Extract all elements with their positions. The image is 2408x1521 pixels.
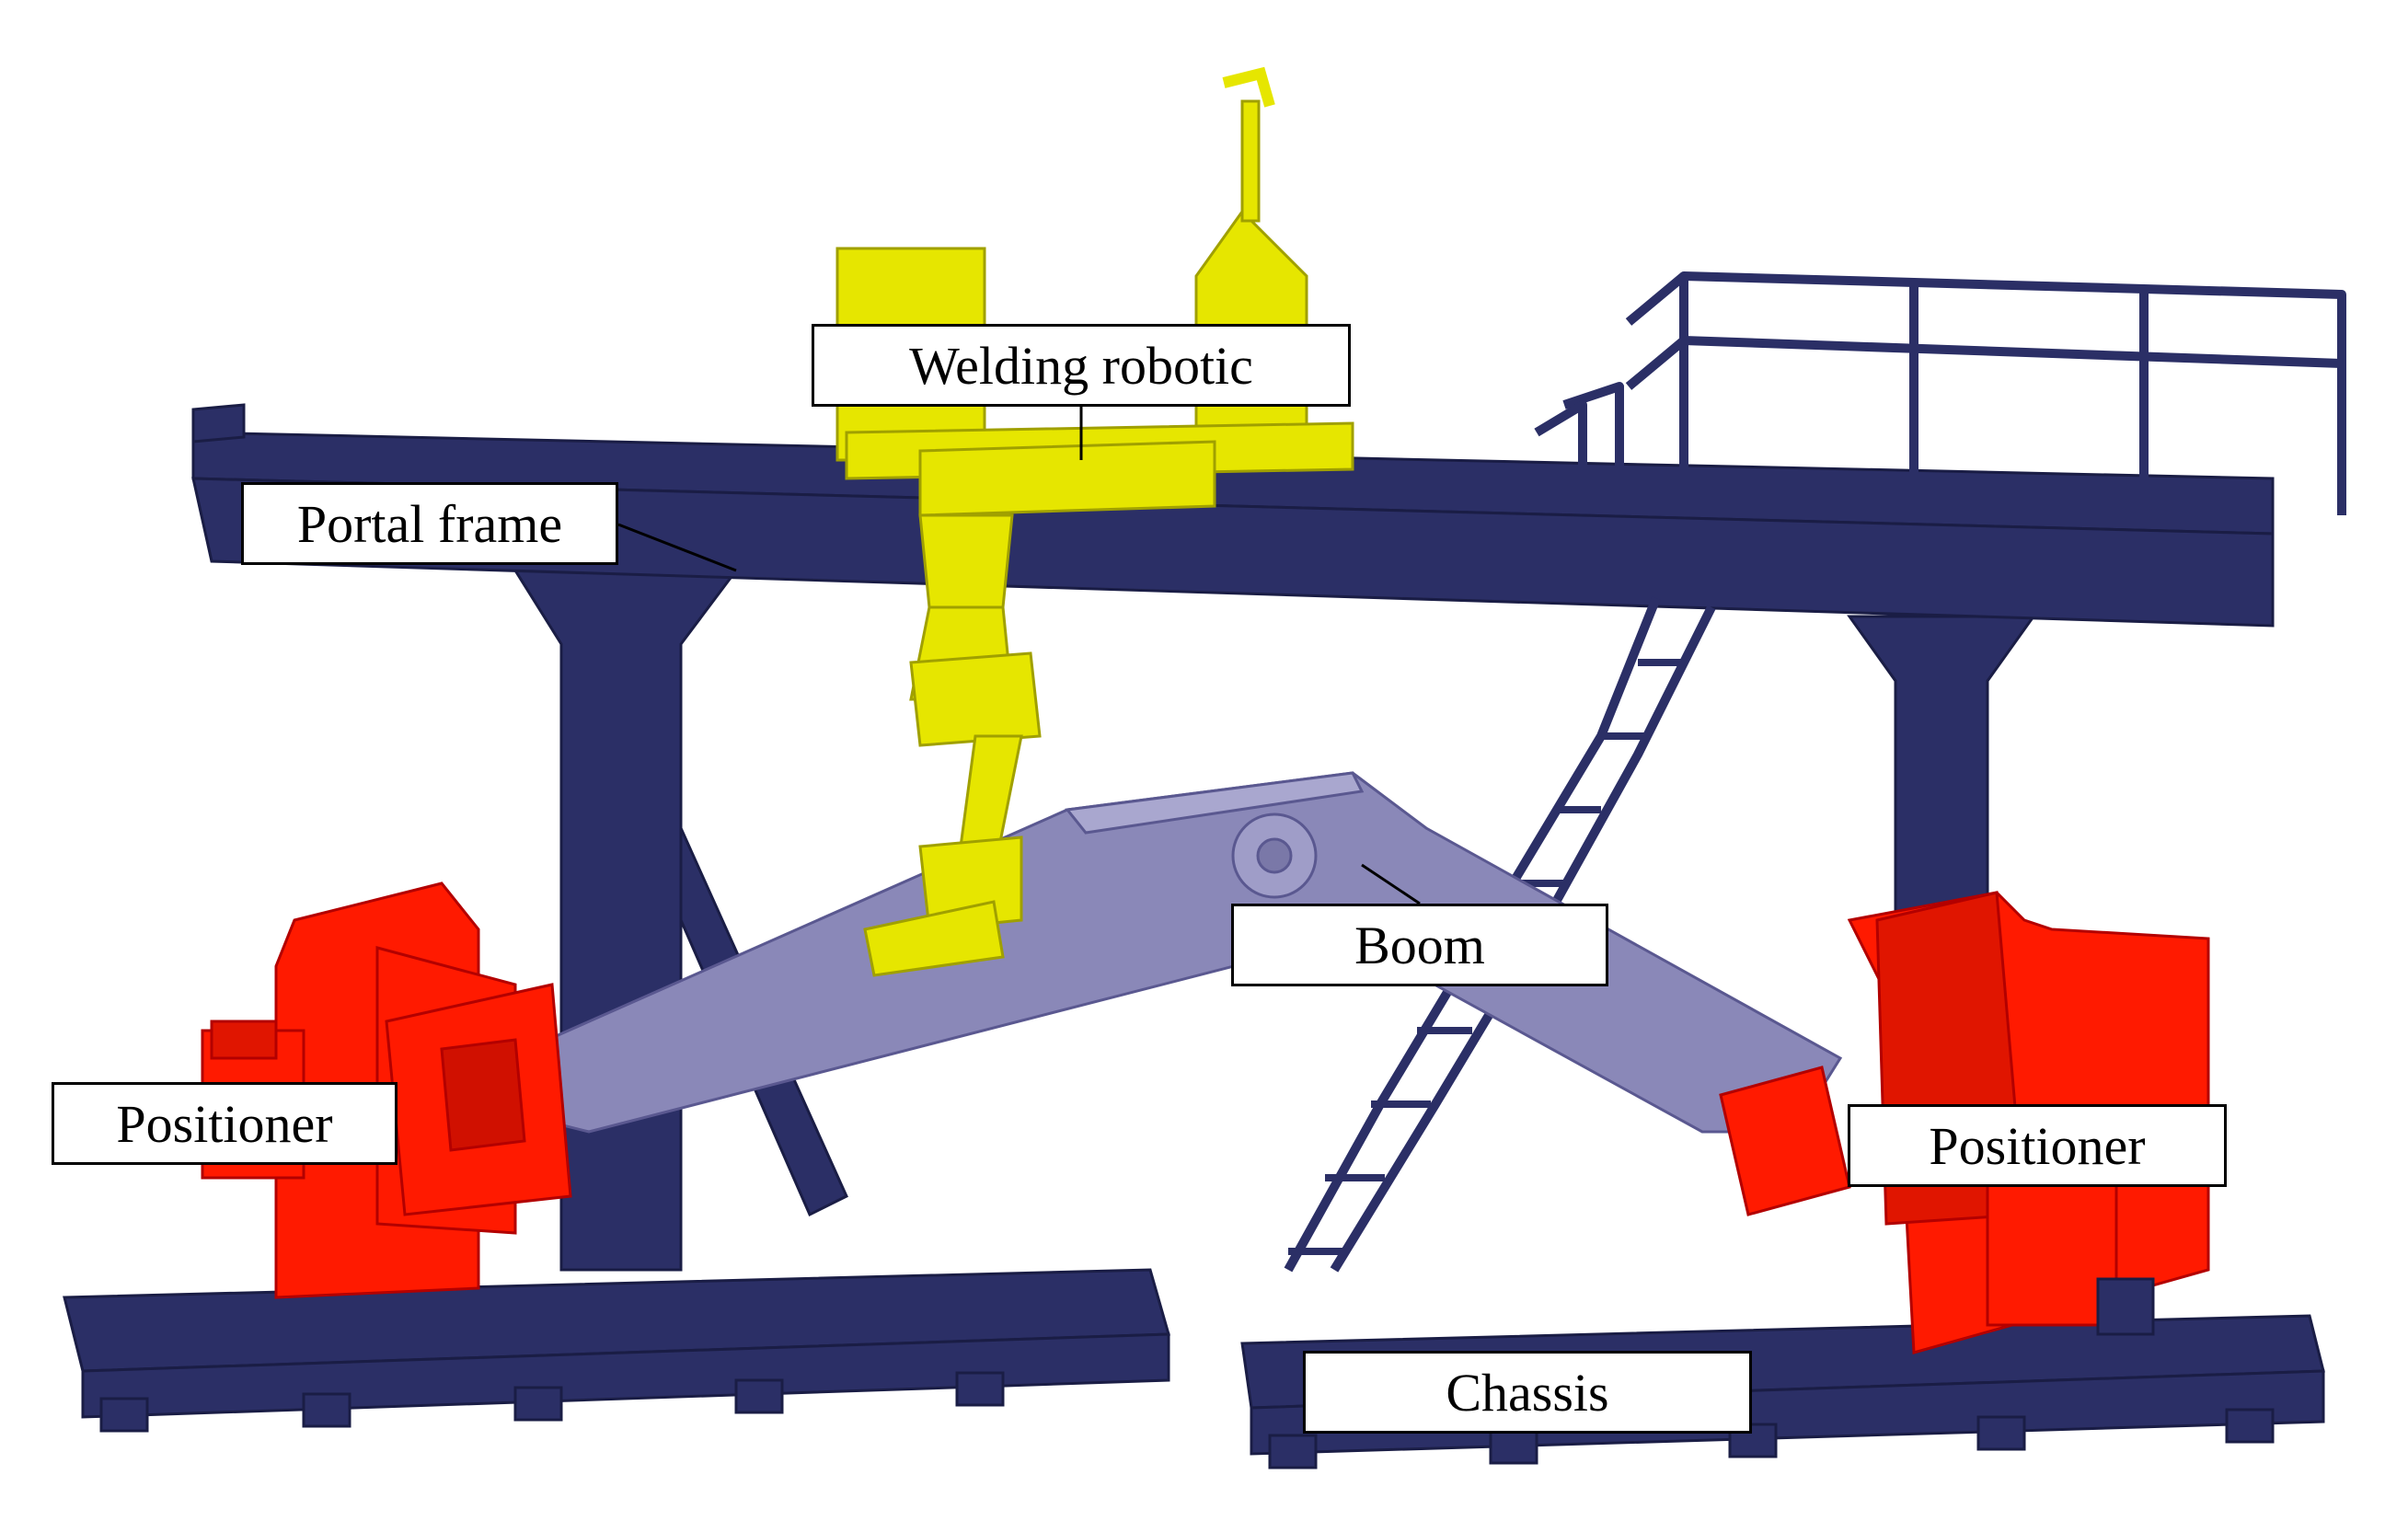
label-positioner-right: Positioner [1848,1104,2227,1187]
boom-shape [504,771,1843,1134]
label-positioner-left: Positioner [52,1082,397,1165]
leader-lines [617,407,1421,905]
label-portal-frame: Portal frame [241,482,618,565]
chassis-left [63,1268,1170,1433]
label-boom: Boom [1231,904,1608,986]
label-chassis: Chassis [1303,1351,1752,1434]
label-welding-robotic: Welding robotic [812,324,1351,407]
